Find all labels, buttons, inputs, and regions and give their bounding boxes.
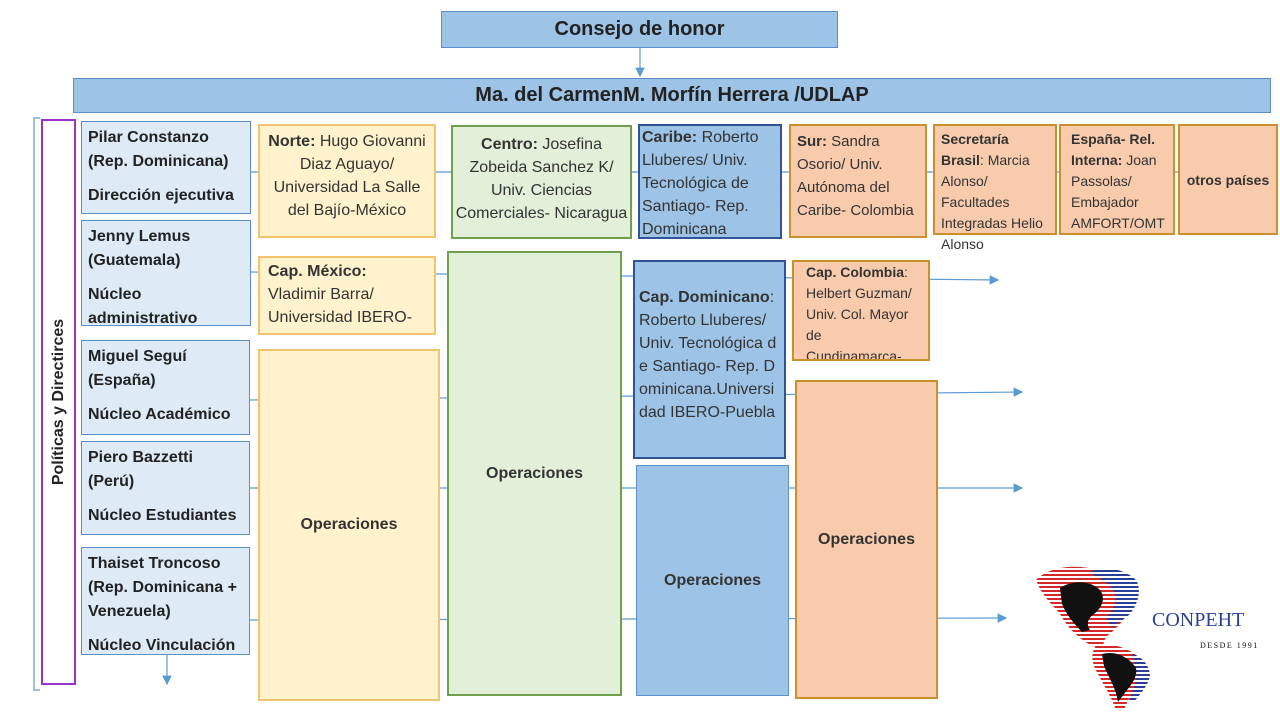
- region-label: Centro:: [481, 136, 538, 153]
- leader-name: Pilar Constanzo (Rep. Dominicana): [88, 129, 229, 170]
- president-box: Ma. del CarmenM. Morfín Herrera /UDLAP: [73, 78, 1271, 113]
- chapter-mexico: Cap. México: Vladimir Barra/ Universidad…: [258, 256, 436, 335]
- region-text: Hugo Giovanni Diaz Aguayo/ Universidad L…: [273, 133, 426, 219]
- logo-since: Desde 1991: [1200, 641, 1259, 650]
- leader-name: Jenny Lemus (Guatemala): [88, 228, 191, 269]
- leader-card: Miguel Seguí (España) Núcleo Académico: [81, 340, 250, 435]
- leader-card: Thaiset Troncoso (Rep. Dominicana + Vene…: [81, 547, 250, 655]
- region-norte: Norte: Hugo Giovanni Diaz Aguayo/ Univer…: [258, 124, 436, 238]
- region-text: Roberto Lluberes/ Univ. Tecnológica de S…: [642, 129, 759, 238]
- region-caribe: Caribe: Roberto Lluberes/ Univ. Tecnológ…: [638, 124, 782, 239]
- operations-label: Operaciones: [664, 571, 761, 589]
- chapter-dominicano: Cap. Dominicano: Roberto Lluberes/ Univ.…: [633, 260, 786, 459]
- region-label: España- Rel. Interna:: [1071, 131, 1156, 168]
- chapter-text: : Helbert Guzman/ Univ. Col. Mayor de Cu…: [806, 264, 912, 361]
- operations-box: Operaciones: [447, 251, 622, 696]
- leader-role: Núcleo Estudiantes: [88, 507, 237, 524]
- leader-role: Núcleo administrativo: [88, 286, 198, 327]
- region-otros: otros países: [1178, 124, 1278, 235]
- chapter-colombia: Cap. Colombia: Helbert Guzman/ Univ. Col…: [792, 260, 930, 361]
- operations-label: Operaciones: [486, 464, 583, 482]
- chapter-label: Cap. Colombia: [806, 264, 905, 280]
- operations-label: Operaciones: [300, 516, 398, 533]
- region-text: Sandra Osorio/ Univ. Autónoma del Caribe…: [797, 133, 914, 219]
- region-label: otros países: [1186, 171, 1270, 188]
- region-label: Caribe:: [642, 129, 698, 146]
- consejo-de-honor-box: Consejo de honor: [441, 11, 838, 48]
- leader-name: Piero Bazzetti (Perú): [88, 449, 193, 490]
- leader-name: Miguel Seguí (España): [88, 348, 187, 389]
- region-text: Josefina Zobeida Sanchez K/ Univ. Cienci…: [455, 136, 628, 222]
- chapter-text: : Roberto Lluberes/ Univ. Tecnológica de…: [639, 289, 777, 421]
- region-sur: Sur: Sandra Osorio/ Univ. Autónoma del C…: [789, 124, 927, 238]
- conpeht-logo: CONPEHT Desde 1991: [1032, 562, 1264, 712]
- region-espana: España- Rel. Interna: Joan Passolas/ Emb…: [1059, 124, 1175, 235]
- region-text: Joan Passolas/ Embajador AMFORT/OMT: [1071, 152, 1165, 231]
- region-text: : Marcia Alonso/ Facultades Integradas H…: [941, 152, 1043, 252]
- operations-box: Operaciones: [636, 465, 789, 696]
- leader-role: Dirección ejecutiva: [88, 187, 234, 204]
- side-label-box: Políticas y Directirces: [41, 119, 76, 685]
- operations-box: Operaciones: [258, 349, 440, 701]
- leader-role: Núcleo Vinculación: [88, 637, 236, 654]
- consejo-title: Consejo de honor: [554, 18, 725, 40]
- region-label: Sur:: [797, 133, 827, 150]
- chapter-label: Cap. México:: [268, 263, 367, 280]
- side-label: Políticas y Directirces: [49, 318, 67, 486]
- operations-label: Operaciones: [818, 530, 915, 548]
- chapter-text: Vladimir Barra/ Universidad IBERO-Puebla: [268, 286, 413, 333]
- region-label: Norte:: [268, 133, 316, 150]
- operations-box: Operaciones: [795, 380, 938, 699]
- region-label: Secretaría Brasil: [941, 131, 1009, 168]
- leader-card: Jenny Lemus (Guatemala) Núcleo administr…: [81, 220, 251, 327]
- president-name: Ma. del CarmenM. Morfín Herrera /UDLAP: [475, 84, 869, 106]
- leader-name: Thaiset Troncoso (Rep. Dominicana + Vene…: [88, 555, 237, 620]
- region-centro: Centro: Josefina Zobeida Sanchez K/ Univ…: [451, 125, 632, 239]
- region-brasil: Secretaría Brasil: Marcia Alonso/ Facult…: [933, 124, 1057, 252]
- logo-name: CONPEHT: [1152, 609, 1244, 631]
- chapter-label: Cap. Dominicano: [639, 289, 770, 306]
- leader-role: Núcleo Académico: [88, 406, 231, 423]
- americas-map-icon: CONPEHT Desde 1991: [1036, 566, 1259, 710]
- leader-card: Piero Bazzetti (Perú) Núcleo Estudiantes: [81, 441, 250, 535]
- leader-card: Pilar Constanzo (Rep. Dominicana) Direcc…: [81, 121, 251, 214]
